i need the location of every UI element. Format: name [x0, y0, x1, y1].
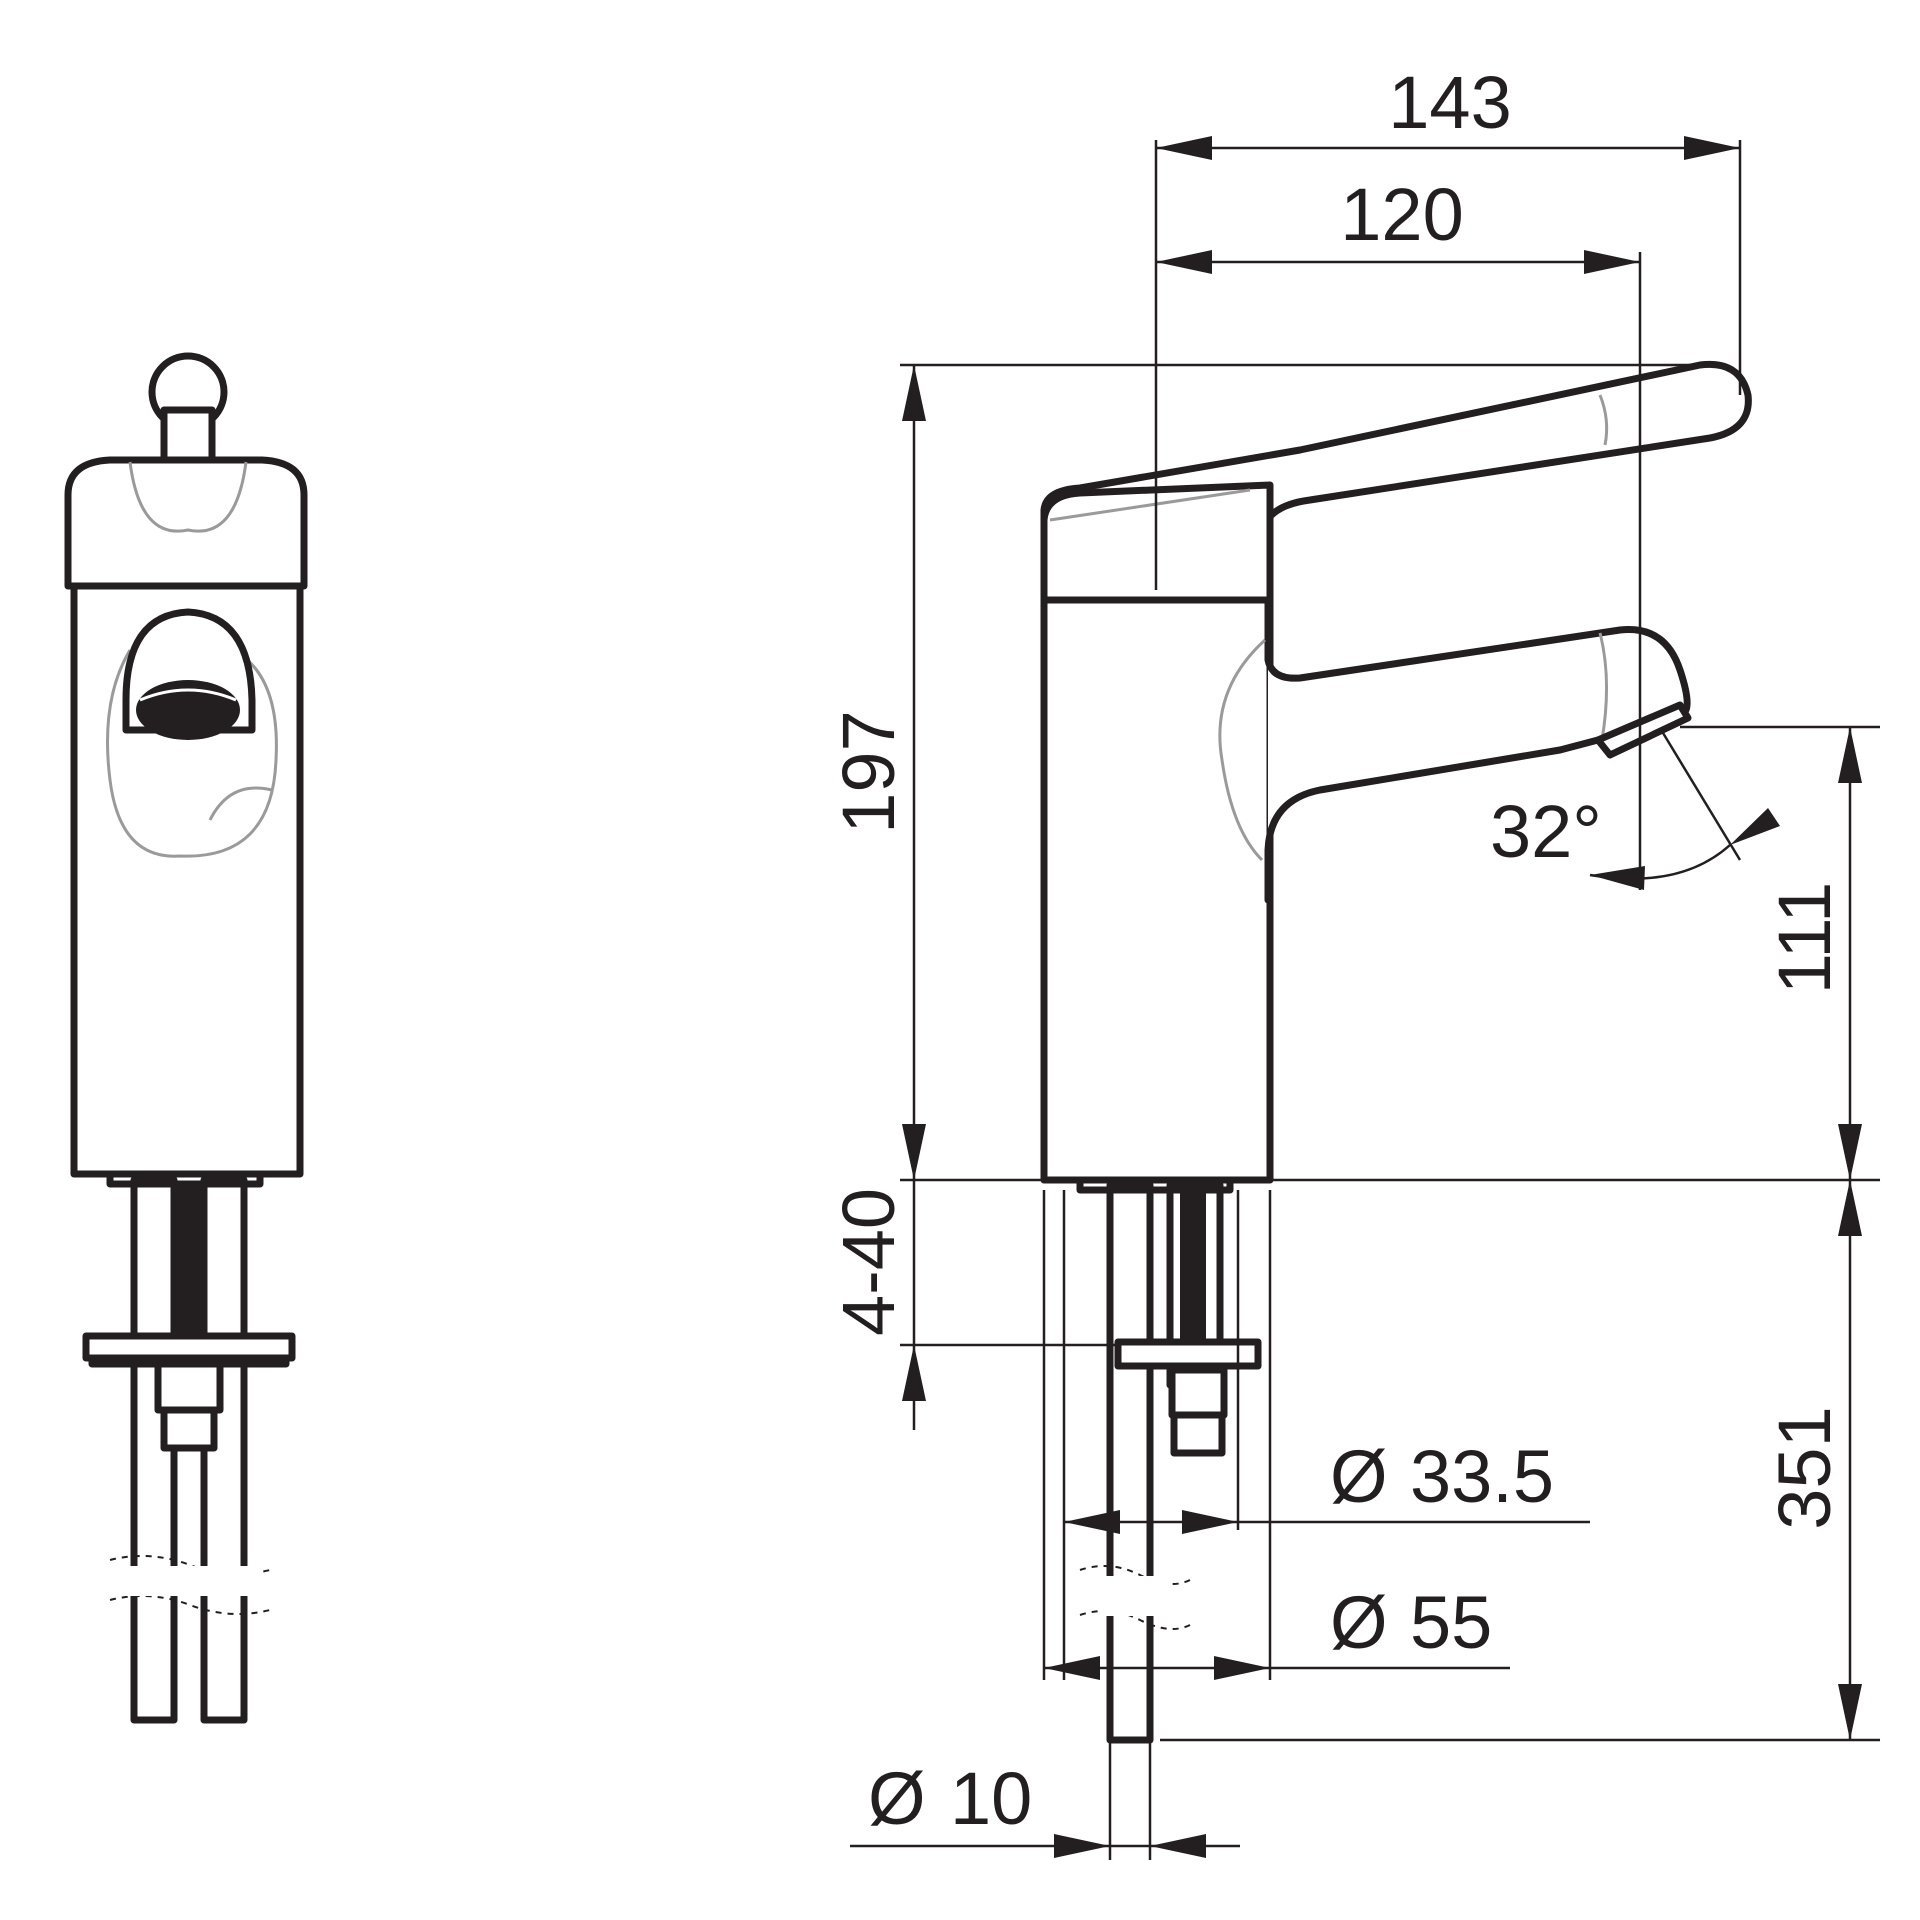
- side-break-line-upper: [1079, 1565, 1191, 1585]
- side-spout: [1264, 600, 1691, 904]
- arrow-33-5-right: [1182, 1510, 1238, 1534]
- front-break-line-upper: [109, 1555, 271, 1575]
- front-break-line-lower: [109, 1595, 271, 1615]
- arrow-111-bottom: [1838, 1124, 1862, 1180]
- arrow-55-left: [1044, 1656, 1100, 1680]
- arrow-120-left: [1156, 250, 1212, 274]
- arrow-197-top: [902, 365, 926, 421]
- dim-label-143: 143: [1388, 61, 1511, 144]
- front-view: [64, 352, 308, 1724]
- dim-label-33-5: 33.5: [1410, 1435, 1554, 1518]
- dim-label-55: 55: [1410, 1581, 1492, 1664]
- dim-label-120: 120: [1340, 173, 1463, 256]
- dim-label-32-degree: 32°: [1490, 790, 1602, 873]
- side-spout-hidden-tip: [1598, 632, 1609, 741]
- side-pipe-outer: [1106, 1181, 1154, 1744]
- arrow-351-top: [1838, 1180, 1862, 1236]
- front-nut: [154, 1360, 224, 1414]
- front-break-gap: [120, 1566, 260, 1596]
- side-break-gap: [1100, 1576, 1170, 1616]
- diameter-symbol-10: Ø: [868, 1757, 926, 1840]
- arrow-120-right: [1584, 250, 1640, 274]
- front-cap-hidden-curve: [128, 461, 248, 533]
- arrow-32-right: [1730, 808, 1780, 845]
- diameter-symbol-55: Ø: [1330, 1581, 1388, 1664]
- arrow-143-right: [1684, 136, 1740, 160]
- dim-label-111: 111: [1763, 882, 1846, 994]
- arrow-55-right: [1214, 1656, 1270, 1680]
- side-lever-hidden-tip: [1598, 394, 1609, 446]
- diameter-symbol-33-5: Ø: [1330, 1435, 1388, 1518]
- side-aerator: [1594, 701, 1692, 759]
- side-spout-hidden: [1218, 638, 1267, 862]
- dim-label-10: 10: [950, 1757, 1032, 1840]
- arrow-10-left: [1054, 1834, 1110, 1858]
- arrow-10-right: [1150, 1834, 1206, 1858]
- front-body-hidden-oval: [106, 638, 278, 858]
- front-body-hidden-s: [208, 786, 273, 821]
- arrow-4-40-bottom: [902, 1345, 926, 1401]
- arrow-143-left: [1156, 136, 1212, 160]
- arrow-197-bottom: [902, 1124, 926, 1180]
- dim-label-4-40: 4-40: [827, 1188, 910, 1336]
- side-break-line-lower: [1079, 1610, 1191, 1630]
- dimension-lines: [850, 136, 1880, 1860]
- dimension-labels: 143 120 197 4-40 111 351 32° Ø 33.5 Ø 55…: [827, 61, 1846, 1840]
- front-head-cap: [64, 456, 308, 590]
- side-nut-lower: [1170, 1411, 1226, 1457]
- arrow-111-top: [1838, 727, 1862, 783]
- side-lever-hidden-line: [1049, 488, 1251, 522]
- side-nut: [1168, 1366, 1228, 1419]
- arrow-32-left: [1590, 866, 1645, 890]
- front-nut-lower: [160, 1406, 218, 1452]
- arrow-351-bottom: [1838, 1684, 1862, 1740]
- arrow-33-5-left: [1064, 1510, 1120, 1534]
- side-body: [1040, 596, 1274, 1184]
- side-view: [1040, 360, 1752, 1744]
- dim-label-351: 351: [1763, 1406, 1846, 1529]
- dim-label-197: 197: [827, 710, 910, 833]
- front-aerator: [136, 680, 240, 740]
- front-aerator-rim: [139, 688, 237, 702]
- side-fixing-plate: [1114, 1338, 1262, 1370]
